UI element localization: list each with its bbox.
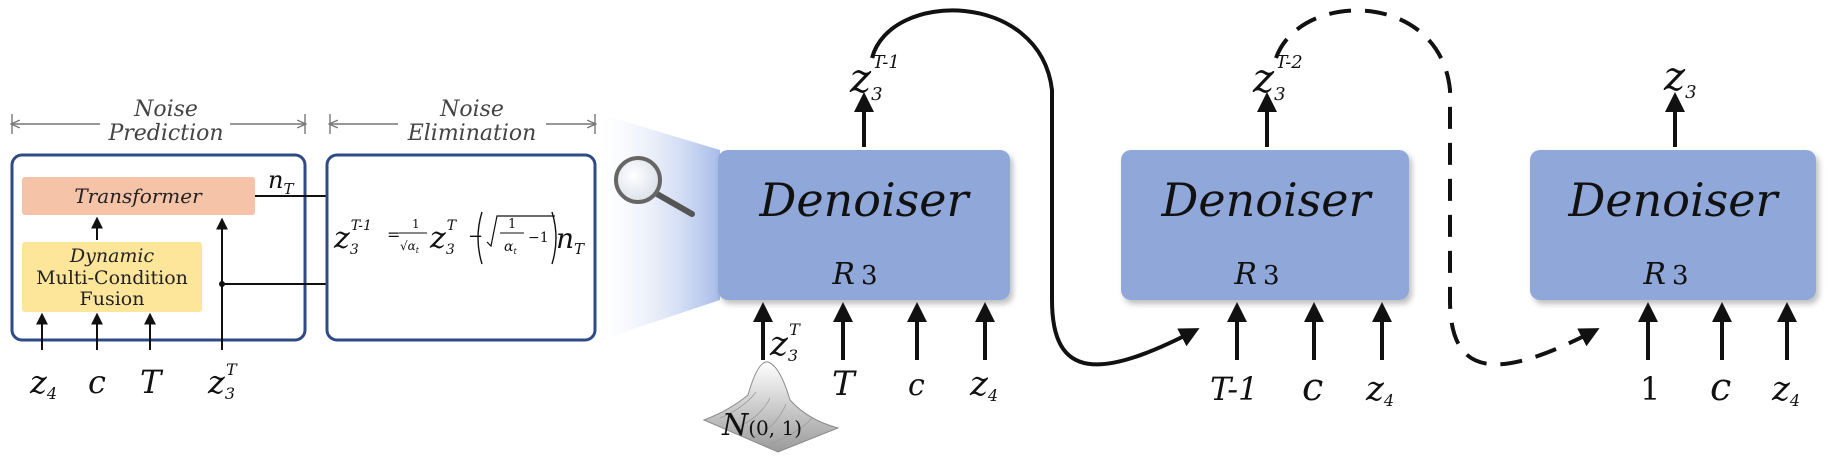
denoiser-1-output: z3T-1 <box>849 52 900 105</box>
denoiser-1-input-1: z3T <box>769 320 801 365</box>
fusion-label-3: Fusion <box>80 288 145 310</box>
denoiser-2-title: Denoiser <box>1161 173 1374 227</box>
svg-text:z3T-1: z3T-1 <box>333 218 372 258</box>
denoiser-1-title: Denoiser <box>759 173 972 227</box>
denoiser-3-output: z3 <box>1663 54 1697 103</box>
gaussian-noise-icon <box>702 361 840 453</box>
gaussian-label: N(0, 1) <box>721 408 802 443</box>
left-input-T: T <box>140 363 164 401</box>
noise-prediction-header: Noise Prediction <box>12 97 305 146</box>
noise-elimination-label-1: Noise <box>439 97 504 122</box>
denoiser-2-input-3: z4 <box>1365 369 1394 410</box>
left-input-z3T: z3T <box>207 360 238 403</box>
noise-prediction-label-2: Prediction <box>107 121 223 146</box>
noise-elimination-box <box>325 153 597 342</box>
denoiser-3-title: Denoiser <box>1568 173 1781 227</box>
transformer-block <box>22 177 255 215</box>
nT-label: nT <box>268 166 294 198</box>
svg-text:1: 1 <box>508 217 516 232</box>
denoiser-1-input-3: c <box>908 368 925 403</box>
denoiser-3-input-2: c <box>1710 365 1731 409</box>
denoiser-1-input-4: z4 <box>969 364 998 405</box>
denoiser-3-input-1: 1 <box>1640 370 1660 408</box>
zoom-beam <box>600 114 720 340</box>
svg-text:1: 1 <box>412 217 420 231</box>
svg-text:αt: αt <box>504 239 517 256</box>
denoiser-3-input-3: z4 <box>1771 369 1800 410</box>
left-input-z4: z4 <box>29 363 57 403</box>
elimination-equation: z3T-1 = 1 √αt z3T − 1 αt −1 nT <box>333 211 585 265</box>
svg-text:−1: −1 <box>528 230 549 246</box>
transformer-label: Transformer <box>74 184 203 208</box>
noise-elimination-label-2: Elimination <box>407 121 537 146</box>
svg-text:=: = <box>387 225 400 244</box>
left-input-c: c <box>88 363 106 401</box>
svg-text:nT: nT <box>556 222 585 258</box>
fusion-label-1: Dynamic <box>69 245 155 267</box>
svg-text:z3T: z3T <box>429 218 458 258</box>
denoiser-1-to-2-arrow <box>870 8 1200 367</box>
svg-text:−: − <box>468 226 483 247</box>
fusion-label-2: Multi-Condition <box>36 267 188 289</box>
denoiser-2-input-1: T-1 <box>1210 370 1258 408</box>
denoiser-1-input-2: T <box>832 364 857 404</box>
fusion-block <box>22 242 202 312</box>
denoiser-2-to-3-arrow <box>1274 8 1600 367</box>
svg-text:√αt: √αt <box>400 239 420 255</box>
magnifier-icon <box>614 156 695 217</box>
denoiser-2-input-2: c <box>1302 365 1323 409</box>
denoiser-2-output: z3T-2 <box>1252 52 1303 105</box>
noise-elimination-header: Noise Elimination <box>330 97 595 146</box>
noise-prediction-label-1: Noise <box>133 97 198 122</box>
